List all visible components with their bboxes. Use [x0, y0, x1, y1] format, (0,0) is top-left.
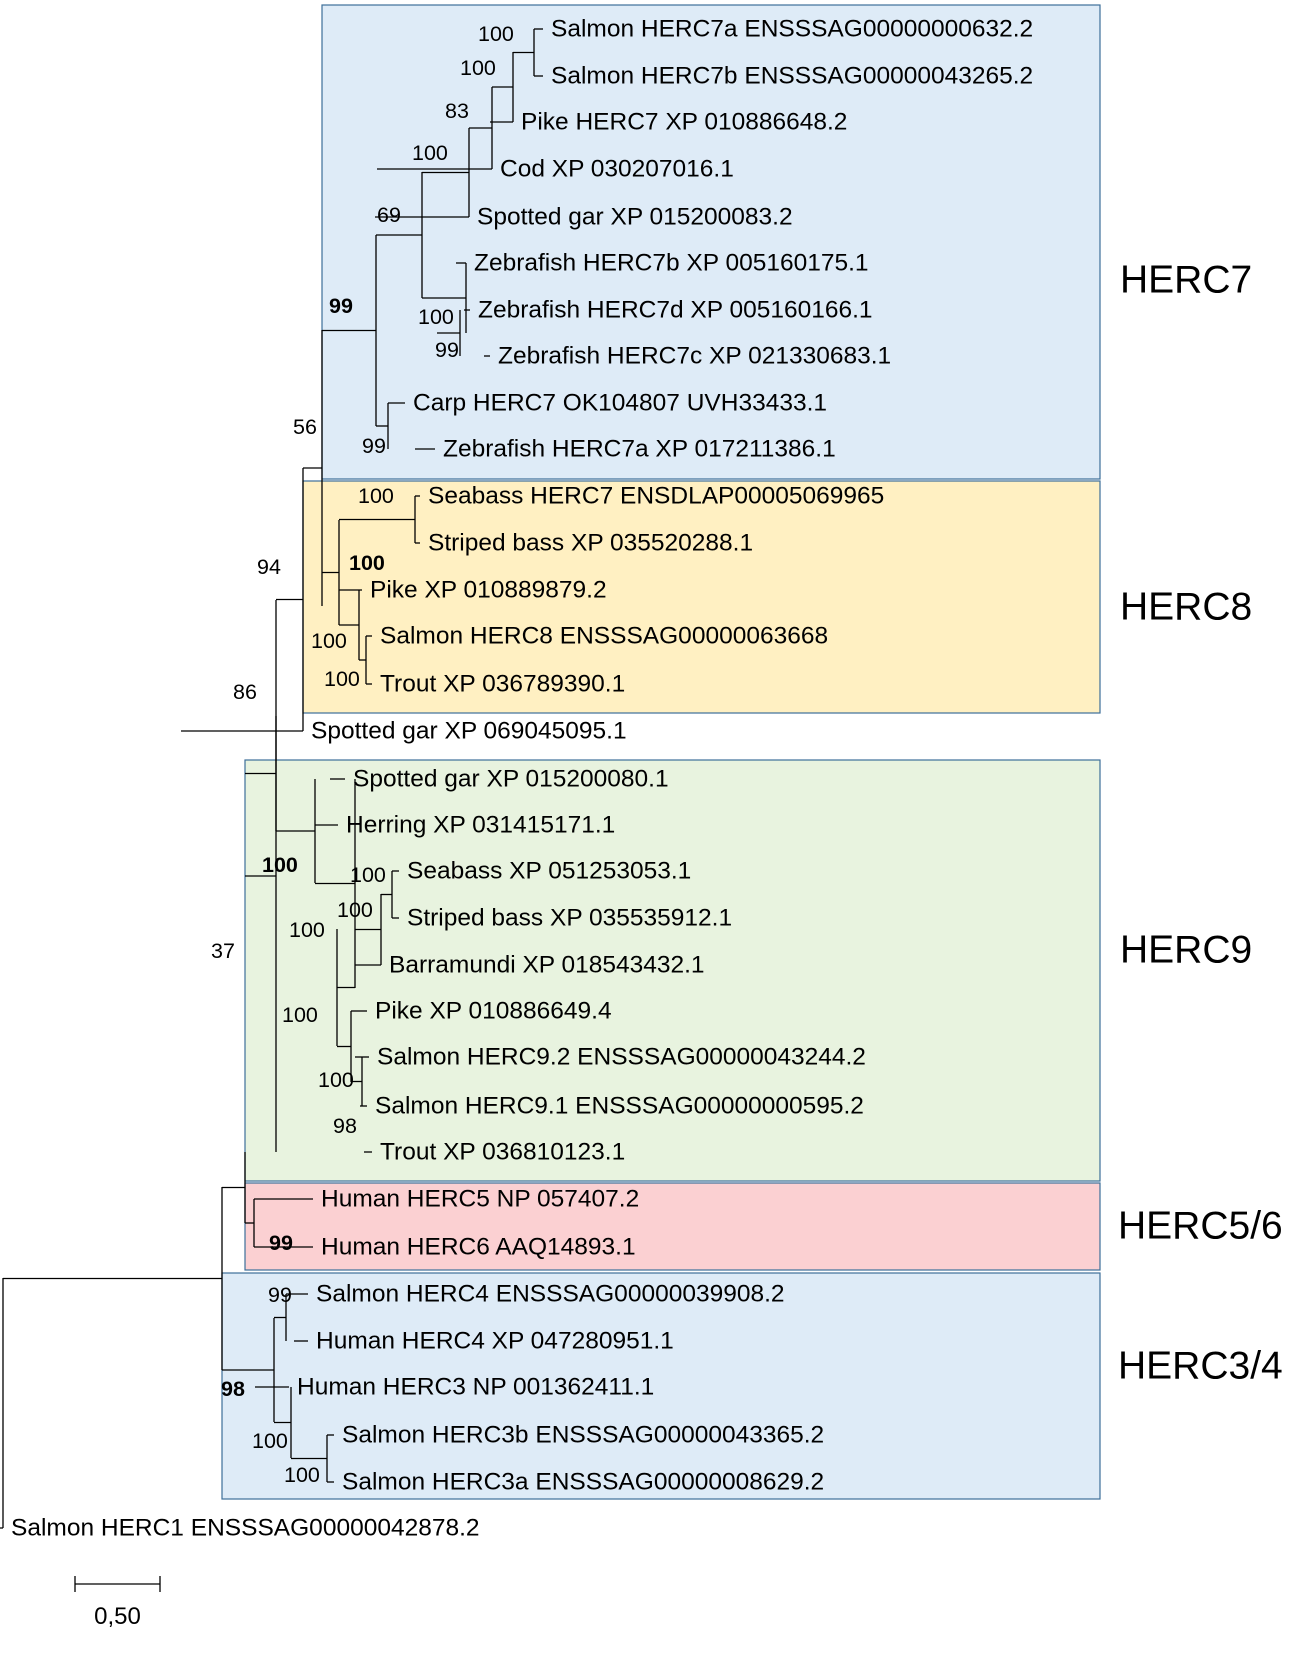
- bootstrap-value: 100: [460, 56, 496, 80]
- clade-box-herc9: [244, 759, 1101, 1182]
- leaf-label: Salmon HERC9.2 ENSSSAG00000043244.2: [377, 1044, 866, 1071]
- leaf-label: Zebrafish HERC7c XP 021330683.1: [498, 343, 891, 370]
- leaf-label: Salmon HERC7a ENSSSAG00000000632.2: [551, 16, 1033, 43]
- leaf-label: Striped bass XP 035535912.1: [407, 905, 732, 932]
- bootstrap-value: 100: [358, 484, 394, 508]
- leaf-label: Seabass HERC7 ENSDLAP00005069965: [428, 483, 884, 510]
- bootstrap-value: 99: [362, 434, 386, 458]
- bootstrap-value: 100: [349, 551, 385, 575]
- clade-box-herc8: [302, 480, 1101, 714]
- bootstrap-value: 100: [262, 853, 298, 877]
- leaf-label: Salmon HERC9.1 ENSSSAG00000000595.2: [375, 1093, 864, 1120]
- leaf-label: Human HERC6 AAQ14893.1: [321, 1234, 636, 1261]
- leaf-label: Zebrafish HERC7d XP 005160166.1: [478, 297, 873, 324]
- leaf-label: Spotted gar XP 015200083.2: [477, 204, 793, 231]
- bootstrap-value: 69: [377, 203, 401, 227]
- bootstrap-value: 94: [257, 555, 281, 579]
- bootstrap-value: 37: [211, 939, 235, 963]
- leaf-label: Human HERC4 XP 047280951.1: [316, 1328, 674, 1355]
- bootstrap-value: 56: [293, 415, 317, 439]
- bootstrap-value: 100: [418, 305, 454, 329]
- leaf-label: Barramundi XP 018543432.1: [389, 952, 705, 979]
- clade-label: HERC7: [1120, 259, 1252, 302]
- clade-label: HERC5/6: [1118, 1205, 1283, 1248]
- leaf-label: Pike XP 010886649.4: [375, 998, 612, 1025]
- leaf-label: Salmon HERC3a ENSSSAG00000008629.2: [342, 1469, 824, 1496]
- clade-box-herc7: [321, 4, 1101, 480]
- scale-bar-label: 0,50: [94, 1603, 141, 1630]
- leaf-label: Carp HERC7 OK104807 UVH33433.1: [413, 390, 827, 417]
- leaf-label: Striped bass XP 035520288.1: [428, 530, 753, 557]
- bootstrap-value: 99: [269, 1231, 293, 1255]
- bootstrap-value: 100: [350, 863, 386, 887]
- bootstrap-value: 83: [445, 99, 469, 123]
- bootstrap-value: 100: [412, 141, 448, 165]
- clade-label: HERC8: [1120, 586, 1252, 629]
- leaf-label: Cod XP 030207016.1: [500, 156, 734, 183]
- bootstrap-value: 100: [311, 629, 347, 653]
- leaf-label: Human HERC5 NP 057407.2: [321, 1186, 639, 1213]
- leaf-label: Salmon HERC4 ENSSSAG00000039908.2: [316, 1281, 785, 1308]
- leaf-label: Trout XP 036789390.1: [380, 671, 625, 698]
- clade-box-herc5-6: [244, 1182, 1101, 1271]
- leaf-label: Salmon HERC7b ENSSSAG00000043265.2: [551, 63, 1033, 90]
- leaf-label: Spotted gar XP 069045095.1: [311, 718, 627, 745]
- leaf-label: Trout XP 036810123.1: [380, 1139, 625, 1166]
- leaf-label: Pike HERC7 XP 010886648.2: [521, 109, 847, 136]
- leaf-label: Zebrafish HERC7a XP 017211386.1: [443, 436, 836, 463]
- leaf-label: Zebrafish HERC7b XP 005160175.1: [474, 250, 869, 277]
- bootstrap-value: 99: [435, 338, 459, 362]
- leaf-label: Seabass XP 051253053.1: [407, 858, 691, 885]
- clade-label: HERC9: [1120, 929, 1252, 972]
- bootstrap-value: 99: [329, 294, 353, 318]
- bootstrap-value: 86: [233, 680, 257, 704]
- leaf-label: Salmon HERC3b ENSSSAG00000043365.2: [342, 1422, 824, 1449]
- clade-box-herc3-4: [221, 1272, 1101, 1500]
- leaf-label: Salmon HERC8 ENSSSAG00000063668: [380, 623, 828, 650]
- leaf-label: Spotted gar XP 015200080.1: [353, 766, 669, 793]
- bootstrap-value: 100: [337, 898, 373, 922]
- bootstrap-value: 98: [221, 1377, 245, 1401]
- bootstrap-value: 100: [318, 1068, 354, 1092]
- leaf-label: Human HERC3 NP 001362411.1: [297, 1374, 654, 1401]
- bootstrap-value: 100: [324, 667, 360, 691]
- leaf-label: Herring XP 031415171.1: [346, 812, 615, 839]
- bootstrap-value: 99: [268, 1283, 292, 1307]
- bootstrap-value: 100: [282, 1003, 318, 1027]
- bootstrap-value: 100: [284, 1463, 320, 1487]
- bootstrap-value: 100: [289, 918, 325, 942]
- leaf-label: Salmon HERC1 ENSSSAG00000042878.2: [11, 1515, 480, 1542]
- bootstrap-value: 98: [333, 1114, 357, 1138]
- clade-label: HERC3/4: [1118, 1345, 1283, 1388]
- bootstrap-value: 100: [252, 1429, 288, 1453]
- leaf-label: Pike XP 010889879.2: [370, 577, 607, 604]
- bootstrap-value: 100: [478, 22, 514, 46]
